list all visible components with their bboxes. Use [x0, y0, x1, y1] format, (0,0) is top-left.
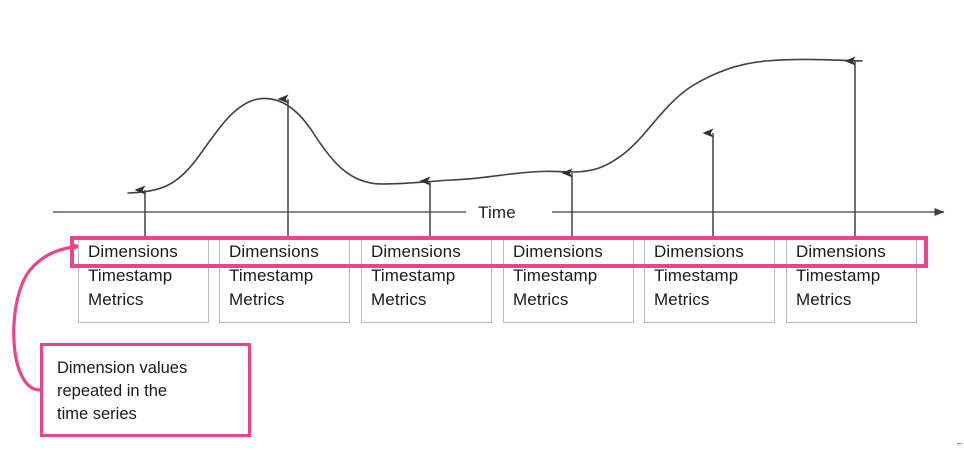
record-dimensions-label: Dimensions: [88, 242, 178, 261]
record-metrics-label: Metrics: [654, 290, 710, 309]
record-timestamp-label: Timestamp: [371, 266, 456, 285]
record-dimensions-label: Dimensions: [654, 242, 744, 261]
sample-marker-arrows: [134, 56, 856, 237]
record-timestamp-label: Timestamp: [654, 266, 739, 285]
record-timestamp-label: Timestamp: [513, 266, 598, 285]
record-metrics-label: Metrics: [229, 290, 285, 309]
record-timestamp-label: Timestamp: [229, 266, 314, 285]
record-metrics-label: Metrics: [371, 290, 427, 309]
record-timestamp-label: Timestamp: [88, 266, 173, 285]
corner-mark-icon: ⌐: [957, 439, 962, 448]
record-metrics-label: Metrics: [513, 290, 569, 309]
time-axis-label: Time: [478, 203, 516, 222]
record-timestamp-label: Timestamp: [796, 266, 881, 285]
record-metrics-label: Metrics: [88, 290, 144, 309]
record-dimensions-label: Dimensions: [371, 242, 461, 261]
callout-connector-arrow: [12, 242, 82, 392]
record-dimensions-label: Dimensions: [229, 242, 319, 261]
callout-box: Dimension values repeated in the time se…: [40, 343, 251, 437]
record-dimensions-label: Dimensions: [513, 242, 603, 261]
callout-text: Dimension values repeated in the time se…: [57, 359, 188, 423]
record-dimensions-label: Dimensions: [796, 242, 886, 261]
record-metrics-label: Metrics: [796, 290, 852, 309]
time-series-curve: [127, 58, 863, 194]
